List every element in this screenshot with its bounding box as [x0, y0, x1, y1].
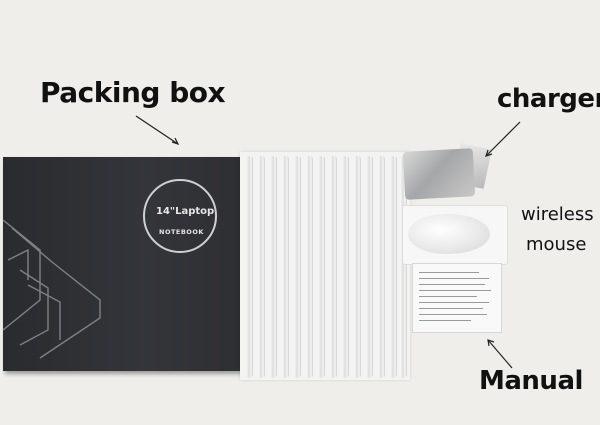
- packing-box-label: Packing box: [40, 76, 226, 109]
- manual-label: Manual: [479, 366, 583, 396]
- charger-label: charger: [497, 84, 600, 114]
- box-logo-circle: [143, 179, 217, 253]
- wireless-label: wireless: [521, 204, 594, 225]
- manual-item: [412, 263, 502, 333]
- wireless-mouse-item: [408, 214, 490, 254]
- box-print-line2: NOTEBOOK: [159, 228, 204, 236]
- mouse-label: mouse: [526, 234, 587, 255]
- air-column-bag: [240, 152, 410, 380]
- box-print-line1: 14"Laptop: [156, 206, 215, 217]
